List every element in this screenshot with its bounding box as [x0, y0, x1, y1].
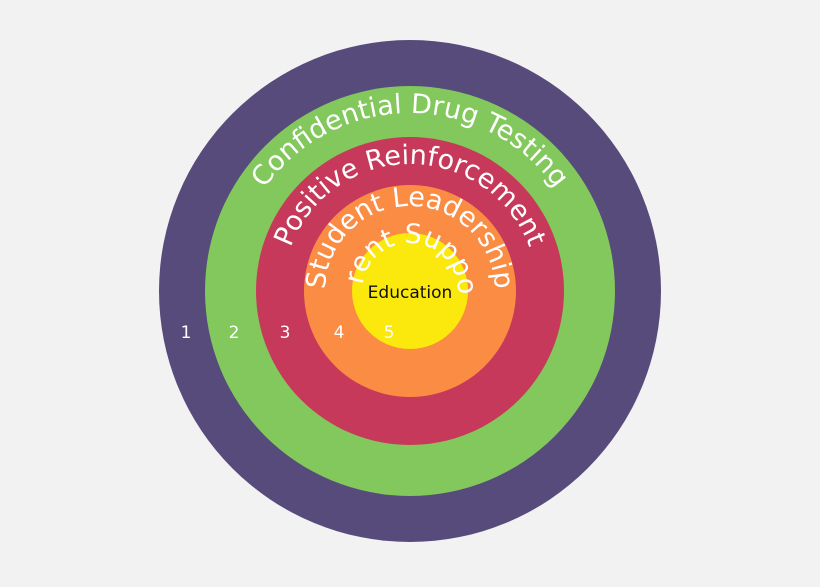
ring-4-number: 4	[334, 323, 345, 343]
ring-2-number: 2	[229, 323, 240, 343]
ring-3-number: 3	[280, 323, 291, 343]
ring-5-disc	[352, 233, 468, 349]
ring-5-number: 5	[384, 323, 395, 343]
center-label: Education	[368, 283, 453, 303]
ring-1-number: 1	[181, 323, 192, 343]
